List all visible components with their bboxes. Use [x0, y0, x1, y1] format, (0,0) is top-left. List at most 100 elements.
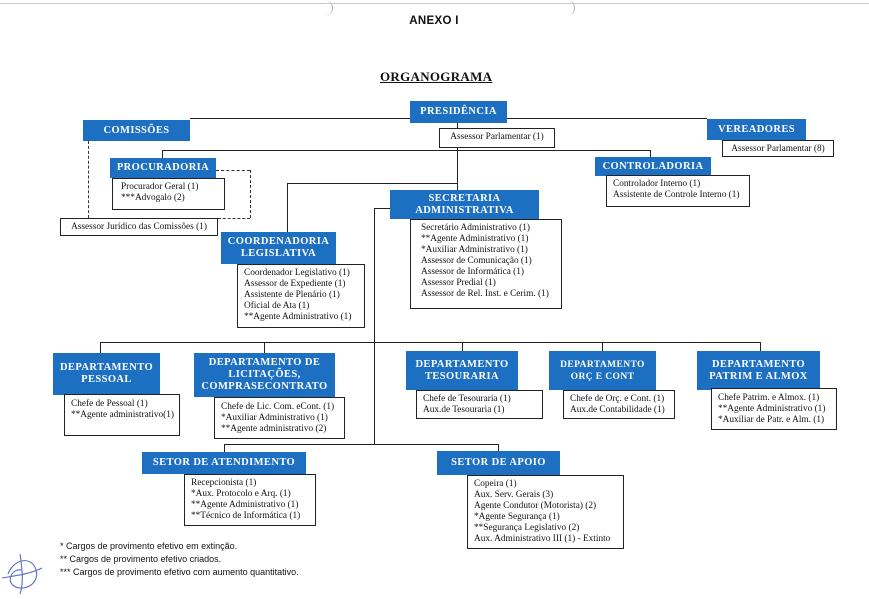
role-item: **Segurança Legislativo (2) [474, 523, 580, 533]
role-item: *Auxiliar de Patr. e Alm. (1) [718, 415, 825, 425]
role-item: Chefe Patrim. e Almox. (1) [718, 393, 820, 403]
role-item: Assessor Jurídico das Comissões (1) [71, 222, 207, 232]
connector-line [498, 444, 499, 451]
presidencia-box: Assessor Parlamentar (1) [439, 128, 555, 148]
connector-line [457, 151, 458, 190]
role-item: Assistente de Controle Interno (1) [613, 190, 740, 200]
role-item: **Agente Administrativo (1) [191, 500, 299, 510]
procuradoria-box: Procurador Geral (1) ***Advogalo (2) [112, 178, 225, 210]
head-line: ADMINISTRATIVA [415, 204, 514, 216]
connector-line [162, 150, 163, 158]
role-item: *Aux. Protocolo e Arq. (1) [191, 489, 291, 499]
connector-line [100, 342, 101, 353]
role-item: Controlador Interno (1) [613, 179, 701, 189]
head-line: TESOURARIA [424, 370, 499, 382]
role-item: Chefe de Orç. e Cont. (1) [570, 394, 665, 404]
footnote: *** Cargos de provimento efetivo com aum… [60, 567, 299, 577]
head-line: ORÇ E CONT [570, 371, 635, 382]
head-line: DEPARTAMENTO [711, 358, 806, 370]
head-line: LEGISLATIVA [240, 248, 317, 259]
connector-line [602, 342, 603, 351]
role-item: *Auxiliar Administrativo (1) [421, 245, 528, 255]
role-item: **Técnico de Informática (1) [191, 511, 301, 521]
role-item: Assessor de Expediente (1) [244, 279, 346, 289]
head-line: SETOR DE ATENDIMENTO [152, 457, 296, 468]
setor-apoio-box: Copeira (1) Aux. Serv. Gerais (3) Agente… [467, 475, 624, 549]
setor-atendimento-header: SETOR DE ATENDIMENTO [142, 452, 306, 474]
assessor-juridico-box: Assessor Jurídico das Comissões (1) [60, 218, 218, 236]
role-item: **Agente Administrativo (1) [244, 312, 352, 322]
role-item: Assessor de Rel. Inst. e Cerim. (1) [421, 289, 549, 299]
head-line: DEPARTAMENTO DE [208, 357, 321, 368]
head-line: DEPARTAMENTO [415, 358, 509, 370]
role-item: Oficial de Ata (1) [244, 301, 310, 311]
connector-line [264, 342, 265, 353]
dashed-connector [250, 170, 251, 218]
head-line: DEPARTAMENTO [560, 359, 645, 370]
head-line: PROCURADORIA [116, 162, 210, 173]
comissoes-header: COMISSÕES [83, 120, 190, 141]
role-item: Chefe de Pessoal (1) [71, 399, 148, 409]
role-item: Coordenador Legislativo (1) [244, 268, 350, 278]
setor-apoio-header: SETOR DE APOIO [437, 451, 560, 475]
vereadores-box: Assessor Parlamentar (8) [722, 140, 834, 157]
setor-atendimento-box: Recepcionista (1) *Aux. Protocolo e Arq.… [184, 474, 316, 526]
connector-line [224, 444, 225, 452]
head-line: COMPRASECONTRATO [201, 381, 328, 392]
connector-line [760, 342, 761, 351]
coordenadoria-header: COORDENADORIA LEGISLATIVA [221, 232, 336, 264]
role-item: Chefe de Lic. Com. eCont. (1) [221, 402, 335, 412]
procuradoria-header: PROCURADORIA [110, 158, 216, 178]
head-line: COORDENADORIA [227, 236, 330, 247]
role-item: Agente Condutor (Motorista) (2) [474, 501, 597, 511]
dep-tesouraria-header: DEPARTAMENTO TESOURARIA [406, 351, 518, 390]
controladoria-box: Controlador Interno (1) Assistente de Co… [606, 175, 750, 207]
dep-patrim-header: DEPARTAMENTO PATRIM E ALMOX [697, 351, 820, 390]
connector-line [650, 150, 651, 157]
head-line: PATRIM E ALMOX [709, 370, 808, 382]
connector-line [374, 208, 375, 444]
head-line: VEREADORES [718, 123, 795, 135]
role-item: Aux.de Tesouraria (1) [423, 405, 505, 415]
connector-line [462, 342, 463, 351]
dep-licitacoes-box: Chefe de Lic. Com. eCont. (1) *Auxiliar … [214, 397, 345, 439]
dashed-connector [88, 141, 89, 218]
head-line: SETOR DE APOIO [451, 457, 546, 468]
role-item: **Agente administrativo(1) [71, 410, 175, 420]
dep-patrim-box: Chefe Patrim. e Almox. (1) **Agente Admi… [711, 388, 837, 430]
secretaria-box: Secretário Administrativo (1) **Agente A… [410, 219, 562, 309]
role-item: Assessor Parlamentar (8) [731, 144, 825, 154]
vereadores-header: VEREADORES [707, 119, 806, 140]
connector-line [457, 123, 458, 128]
dep-tesouraria-box: Chefe de Tesouraria (1) Aux.de Tesourari… [416, 390, 543, 419]
signature-mark [1, 553, 43, 595]
role-item: Chefe de Tesouraria (1) [423, 394, 511, 404]
dep-pessoal-box: Chefe de Pessoal (1) **Agente administra… [64, 394, 180, 436]
role-item: Aux. Serv. Gerais (3) [474, 490, 554, 500]
head-line: PRESIDÊNCIA [420, 106, 497, 117]
head-line: CONTROLADORIA [602, 160, 704, 172]
annex-label: ANEXO I [409, 15, 459, 27]
chart-title: ORGANOGRAMA [380, 69, 493, 84]
connector-line [224, 444, 498, 445]
role-item: *Agente Segurança (1) [474, 512, 560, 522]
head-line: SECRETARIA [428, 192, 501, 204]
head-line: LICITAÇÕES, [228, 369, 301, 380]
role-item: ***Advogalo (2) [121, 193, 185, 203]
connector-line [287, 183, 288, 232]
role-item: **Agente administrativo (2) [221, 424, 327, 434]
role-item: Assessor Predial (1) [421, 278, 496, 288]
dashed-connector [218, 218, 250, 219]
role-item: **Agente Administrativo (1) [718, 404, 826, 414]
role-item: **Agente Administrativo (1) [421, 234, 529, 244]
dep-pessoal-header: DEPARTAMENTO PESSOAL [53, 353, 160, 395]
role-item: Assessor de Comunicação (1) [421, 256, 532, 266]
secretaria-header: SECRETARIA ADMINISTRATIVA [390, 190, 539, 219]
controladoria-header: CONTROLADORIA [595, 157, 711, 176]
page-top-rule [0, 3, 869, 4]
connector-line [457, 148, 458, 151]
connector-line [162, 150, 650, 151]
dep-licitacoes-header: DEPARTAMENTO DE LICITAÇÕES, COMPRASECONT… [194, 353, 335, 397]
dep-orc-box: Chefe de Orç. e Cont. (1) Aux.de Contabi… [563, 390, 675, 419]
role-item: *Auxiliar Administrativo (1) [221, 413, 328, 423]
